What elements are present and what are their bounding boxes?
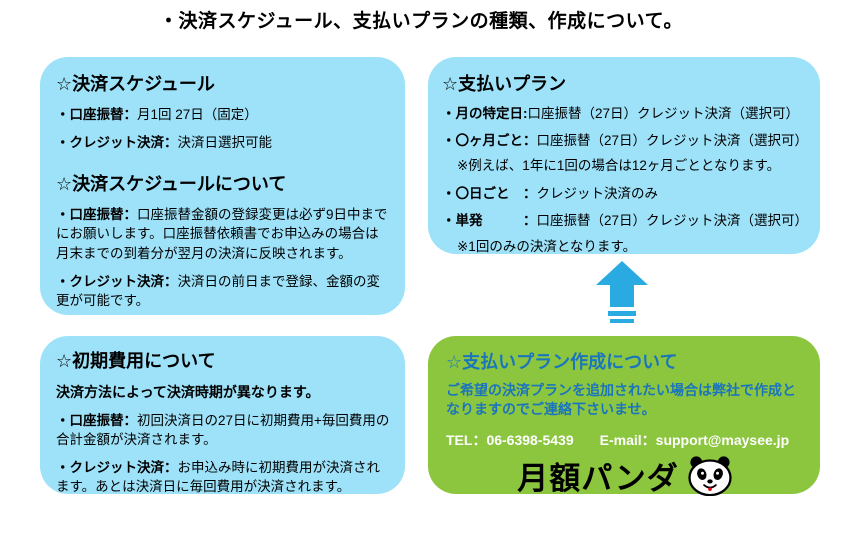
up-arrow-icon [596, 261, 648, 323]
plan-creation-heading: ☆支払いプラン作成について [446, 352, 678, 372]
contact-row: TEL：06-6398-5439 E-mail：support@maysee.jp [446, 430, 804, 450]
schedule-about-credit: ・クレジット決済：決済日の前日まで登録、金額の変更が可能です。 [56, 272, 390, 310]
plan-one-time: ・単発 ：口座振替（27日）クレジット決済（選択可） [442, 211, 808, 230]
schedule-box: ☆決済スケジュール ・口座振替：月1回 27日（固定） ・クレジット決済：決済日… [40, 57, 405, 315]
schedule-line-credit: ・クレジット決済：決済日選択可能 [56, 133, 390, 152]
line-text: 決済日の前日まで登録、金額の変更が可能です。 [56, 273, 380, 308]
line-text: 口座振替（27日）クレジット決済（選択可） [527, 106, 800, 121]
schedule-about-bank-transfer: ・口座振替：口座振替金額の登録変更は必ず9日中までにお願いします。口座振替依頼書… [56, 205, 390, 262]
initial-cost-heading: ☆初期費用について [56, 351, 216, 371]
brand-name: 月額パンダ [517, 460, 679, 496]
line-text: 決済日選択可能 [177, 135, 273, 151]
brand-row: 月額パンダ [446, 453, 804, 498]
initial-cost-bank-transfer: ・口座振替：初回決済日の27日に初期費用+毎回費用の合計金額が決済されます。 [56, 411, 390, 449]
plan-every-n-days: ・〇日ごと ：クレジット決済のみ [442, 184, 808, 203]
plan-creation-body: ご希望の決済プランを追加されたい場合は弊社で作成となりますのでご連絡下さいませ。 [446, 382, 796, 418]
plan-creation-box: ☆支払いプラン作成について ご希望の決済プランを追加されたい場合は弊社で作成とな… [428, 336, 820, 496]
line-text: 口座振替金額の登録変更は必ず9日中までにお願いします。口座振替依頼書でお申込みの… [56, 207, 388, 261]
line-label: ・〇日ごと ： [442, 186, 537, 202]
panda-face-icon [688, 455, 732, 496]
schedule-line-bank-transfer: ・口座振替：月1回 27日（固定） [56, 105, 390, 124]
line-label: ・単発 ： [442, 213, 537, 229]
line-label: ・クレジット決済： [56, 135, 178, 151]
line-label: ・口座振替： [56, 413, 137, 428]
plans-heading: ☆支払いプラン [442, 74, 567, 94]
tel-number: TEL：06-6398-5439 [446, 431, 574, 448]
line-text: 口座振替（27日）クレジット決済（選択可） [536, 213, 809, 229]
initial-cost-intro: 決済方法によって決済時期が異なります。 [56, 384, 320, 400]
line-text: 初回決済日の27日に初期費用+毎回費用の合計金額が決済されます。 [56, 413, 390, 448]
line-label: ・クレジット決済： [56, 273, 178, 289]
line-text: お申込み時に初期費用が決済されます。あとは決済日に毎回費用が決済されます。 [56, 460, 380, 495]
plan-note-one-time: ※1回のみの決済となります。 [457, 238, 637, 254]
plan-note-example: ※例えば、1年に1回の場合は12ヶ月ごととなります。 [457, 158, 781, 174]
line-label: ・月の特定日: [442, 106, 528, 121]
line-text: クレジット決済のみ [536, 186, 659, 202]
line-label: ・〇ヶ月ごと： [442, 133, 537, 149]
line-label: ・口座振替： [56, 207, 137, 223]
line-label: ・口座振替： [56, 107, 137, 122]
line-text: 口座振替（27日）クレジット決済（選択可） [536, 133, 809, 149]
plans-box: ☆支払いプラン ・月の特定日:口座振替（27日）クレジット決済（選択可） ・〇ヶ… [428, 57, 820, 254]
initial-cost-box: ☆初期費用について 決済方法によって決済時期が異なります。 ・口座振替：初回決済… [40, 336, 405, 494]
plan-specific-day: ・月の特定日:口座振替（27日）クレジット決済（選択可） [442, 104, 808, 123]
initial-cost-credit: ・クレジット決済：お申込み時に初期費用が決済されます。あとは決済日に毎回費用が決… [56, 458, 390, 496]
page-title: ・決済スケジュール、支払いプランの種類、作成について。 [158, 11, 684, 32]
schedule-about-heading: ☆決済スケジュールについて [56, 174, 287, 195]
schedule-heading: ☆決済スケジュール [56, 74, 215, 94]
line-text: 月1回 27日（固定） [137, 107, 258, 122]
plan-every-n-months: ・〇ヶ月ごと：口座振替（27日）クレジット決済（選択可） [442, 131, 808, 150]
email-address: E-mail：support@maysee.jp [599, 431, 790, 448]
line-label: ・クレジット決済： [56, 460, 178, 476]
